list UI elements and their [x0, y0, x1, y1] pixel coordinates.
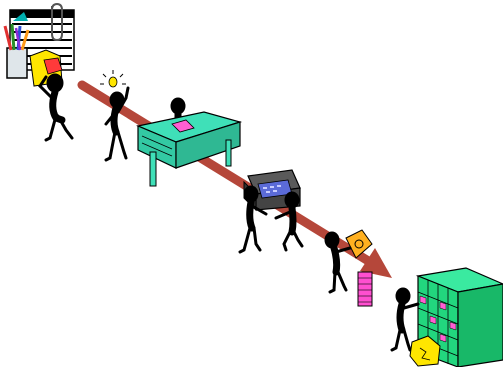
figure-at-mail-shelves — [390, 267, 503, 367]
puzzled-thinker-figure — [38, 73, 74, 142]
notepad-with-pencils-icon — [3, 2, 75, 87]
figure-with-documents — [324, 229, 373, 307]
figure-at-desk — [136, 97, 243, 187]
process-arrow-icon — [77, 80, 392, 278]
idea-lightbulb-figure — [100, 70, 130, 162]
two-figures-carrying-copier — [238, 169, 304, 254]
